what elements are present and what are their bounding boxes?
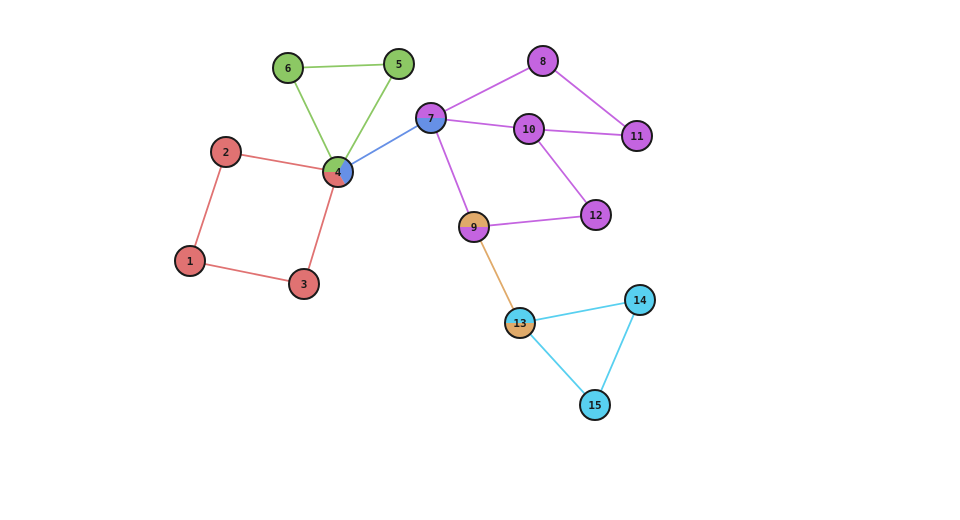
node-8[interactable]: 8 — [527, 45, 559, 77]
node-5[interactable]: 5 — [383, 48, 415, 80]
node-7-segment-blue — [416, 118, 446, 133]
edge-10-12 — [528, 128, 597, 216]
node-label: 10 — [522, 123, 535, 136]
node-13[interactable]: 13 — [504, 307, 536, 339]
node-label: 7 — [428, 112, 435, 125]
node-7[interactable]: 7 — [415, 102, 447, 134]
node-label: 9 — [471, 221, 478, 234]
node-12-outline — [580, 199, 612, 231]
edge-10-11 — [528, 128, 638, 137]
node-13-segment-orange — [505, 323, 535, 338]
node-label: 6 — [285, 62, 292, 75]
node-15-fill — [580, 390, 610, 420]
edge-14-15 — [594, 299, 641, 406]
node-label: 4 — [335, 166, 342, 179]
edge-5-6 — [287, 63, 400, 69]
edge-7-8 — [430, 60, 544, 119]
node-label: 12 — [589, 209, 602, 222]
edge-9-13 — [473, 226, 521, 324]
node-1-fill — [175, 246, 205, 276]
edge-7-9 — [430, 117, 475, 228]
node-11-fill — [622, 121, 652, 151]
node-label: 14 — [633, 294, 647, 307]
node-3[interactable]: 3 — [288, 268, 320, 300]
node-label: 1 — [187, 255, 194, 268]
edge-1-2 — [189, 151, 227, 262]
node-5-outline — [383, 48, 415, 80]
node-label: 5 — [396, 58, 403, 71]
node-11[interactable]: 11 — [621, 120, 653, 152]
node-4-outline — [322, 156, 354, 188]
node-9-outline — [458, 211, 490, 243]
node-13-segment-cyan — [505, 308, 535, 323]
edge-13-14 — [519, 299, 641, 324]
node-13-outline — [504, 307, 536, 339]
node-7-outline — [415, 102, 447, 134]
node-7-segment-purple — [416, 103, 446, 118]
node-10-outline — [513, 113, 545, 145]
node-6-fill — [273, 53, 303, 83]
node-11-outline — [621, 120, 653, 152]
node-9-segment-orange — [459, 212, 489, 227]
node-8-fill — [528, 46, 558, 76]
node-9[interactable]: 9 — [458, 211, 490, 243]
node-1-outline — [174, 245, 206, 277]
node-15[interactable]: 15 — [579, 389, 611, 421]
edge-4-6 — [287, 67, 339, 173]
node-15-outline — [579, 389, 611, 421]
node-2-outline — [210, 136, 242, 168]
edge-1-3 — [189, 260, 305, 285]
node-1[interactable]: 1 — [174, 245, 206, 277]
node-14-outline — [624, 284, 656, 316]
node-6-outline — [272, 52, 304, 84]
node-10-fill — [514, 114, 544, 144]
node-4[interactable]: 4 — [322, 156, 354, 188]
node-3-fill — [289, 269, 319, 299]
node-2-fill — [211, 137, 241, 167]
node-12-fill — [581, 200, 611, 230]
node-14-fill — [625, 285, 655, 315]
edge-2-4 — [225, 151, 339, 173]
node-label: 2 — [223, 146, 230, 159]
node-5-fill — [384, 49, 414, 79]
edge-4-5 — [337, 63, 400, 173]
node-12[interactable]: 12 — [580, 199, 612, 231]
edge-13-15 — [519, 322, 596, 406]
edge-7-10 — [430, 117, 530, 130]
node-2[interactable]: 2 — [210, 136, 242, 168]
node-3-outline — [288, 268, 320, 300]
node-label: 15 — [588, 399, 601, 412]
node-8-outline — [527, 45, 559, 77]
node-9-segment-purple — [459, 227, 489, 242]
node-label: 11 — [630, 130, 644, 143]
edge-9-12 — [473, 214, 597, 228]
edge-4-7 — [337, 117, 432, 173]
edge-3-4 — [303, 171, 339, 285]
edges-layer — [189, 60, 641, 406]
node-label: 8 — [540, 55, 547, 68]
node-10[interactable]: 10 — [513, 113, 545, 145]
edge-8-11 — [542, 60, 638, 137]
node-label: 13 — [513, 317, 526, 330]
node-label: 3 — [301, 278, 308, 291]
node-6[interactable]: 6 — [272, 52, 304, 84]
node-14[interactable]: 14 — [624, 284, 656, 316]
